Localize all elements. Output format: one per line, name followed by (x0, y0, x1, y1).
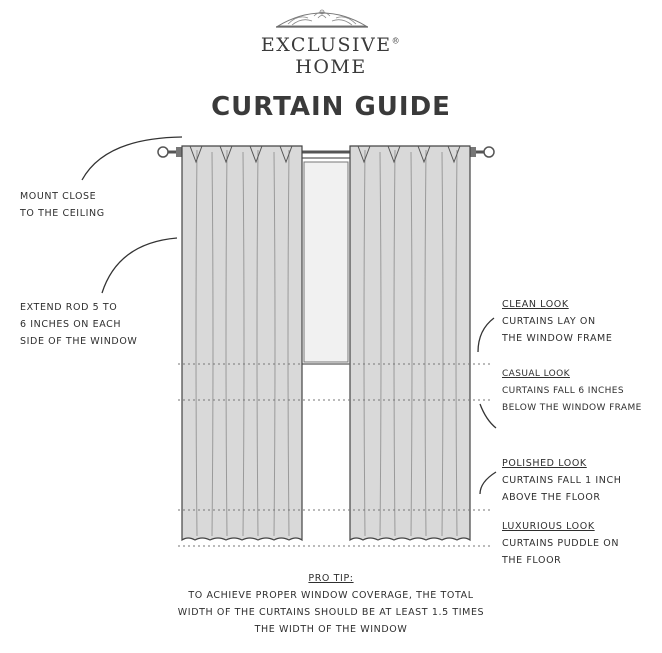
curtain-panel-left (181, 145, 303, 542)
rod-finial-right (483, 146, 495, 158)
callout-clean-line-1: CURTAINS LAY ON (502, 316, 596, 327)
callout-polished-look: POLISHED LOOK CURTAINS FALL 1 INCH ABOVE… (502, 455, 621, 506)
pro-tip-line-3: THE WIDTH OF THE WINDOW (254, 624, 408, 635)
logo-ornament-icon (276, 9, 368, 28)
callout-polished-line-1: CURTAINS FALL 1 INCH (502, 475, 622, 486)
rod-bracket-left (176, 147, 182, 157)
callout-polished-line-2: ABOVE THE FLOOR (502, 492, 601, 503)
callout-luxurious-look: LUXURIOUS LOOK CURTAINS PUDDLE ON THE FL… (502, 518, 619, 569)
callout-mount: MOUNT CLOSE TO THE CEILING (20, 188, 105, 222)
callout-casual-line-2: BELOW THE WINDOW FRAME (502, 403, 642, 413)
left-callout-arrows (81, 136, 183, 294)
callout-luxurious-line-2: THE FLOOR (502, 555, 562, 566)
right-callout-arrows (477, 317, 497, 495)
callout-arrow-extend (101, 237, 178, 294)
callout-luxurious-heading: LUXURIOUS LOOK (502, 521, 595, 532)
callout-casual-heading: CASUAL LOOK (502, 369, 570, 379)
callout-polished-heading: POLISHED LOOK (502, 458, 587, 469)
callout-arrow-mount (81, 136, 183, 181)
brand-line-2: HOME (295, 56, 367, 78)
callout-clean-heading: CLEAN LOOK (502, 299, 569, 310)
brand-mark: ® (391, 36, 402, 46)
pro-tip-line-1: TO ACHIEVE PROPER WINDOW COVERAGE, THE T… (188, 590, 474, 601)
pro-tip-heading: PRO TIP: (308, 573, 354, 584)
callout-extend-rod: EXTEND ROD 5 TO 6 INCHES ON EACH SIDE OF… (20, 299, 137, 350)
brand-name: EXCLUSIVE® (0, 34, 662, 56)
callout-extend-line-1: EXTEND ROD 5 TO (20, 302, 118, 313)
brand-line-1: EXCLUSIVE (260, 34, 392, 56)
callout-arrow-clean (477, 317, 495, 353)
rod-finial-left (157, 146, 169, 158)
callout-arrow-polished (479, 471, 497, 495)
callout-casual-look: CASUAL LOOK CURTAINS FALL 6 INCHES BELOW… (502, 366, 642, 417)
pro-tip: PRO TIP: TO ACHIEVE PROPER WINDOW COVERA… (0, 570, 662, 638)
callout-extend-line-3: SIDE OF THE WINDOW (20, 336, 138, 347)
curtain-panel-right (349, 145, 471, 542)
length-guides (178, 363, 492, 547)
callout-mount-line-2: TO THE CEILING (20, 208, 105, 219)
callout-extend-line-2: 6 INCHES ON EACH (20, 319, 122, 330)
callout-mount-line-1: MOUNT CLOSE (20, 191, 97, 202)
pro-tip-line-2: WIDTH OF THE CURTAINS SHOULD BE AT LEAST… (177, 607, 485, 618)
callout-luxurious-line-1: CURTAINS PUDDLE ON (502, 538, 620, 549)
window-pane (303, 161, 349, 363)
callout-clean-look: CLEAN LOOK CURTAINS LAY ON THE WINDOW FR… (502, 296, 612, 347)
callout-arrow-casual (479, 403, 497, 429)
callout-casual-line-1: CURTAINS FALL 6 INCHES (502, 386, 625, 396)
rod-bracket-right (470, 147, 476, 157)
page-title: CURTAIN GUIDE (211, 92, 451, 122)
callout-clean-line-2: THE WINDOW FRAME (502, 333, 613, 344)
